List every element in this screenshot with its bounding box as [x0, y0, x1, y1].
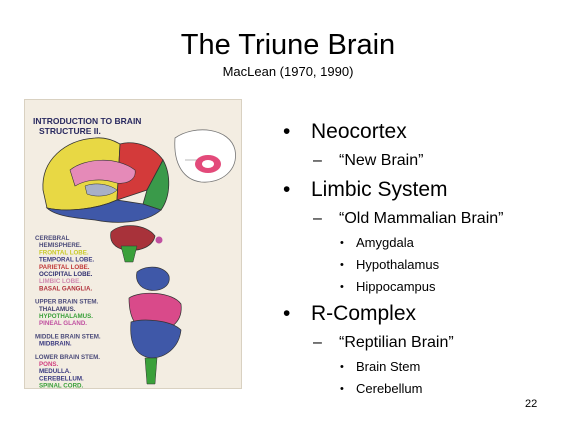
bullet-level2: –“New Brain”	[278, 151, 568, 171]
legend-item: HYPOTHALAMUS.	[39, 313, 93, 320]
limbic-lobe	[69, 159, 136, 187]
bullet-level2: –“Reptilian Brain”	[278, 333, 568, 353]
bullet-text: Neocortex	[311, 120, 407, 143]
bullet-text: R-Complex	[311, 302, 417, 325]
cerebral-hemisphere	[42, 137, 170, 223]
legend-item: PINEAL GLAND.	[39, 320, 87, 327]
bullet-text: Brain Stem	[356, 359, 421, 374]
page-number: 22	[525, 398, 538, 410]
bullet-marker: •	[340, 237, 344, 249]
basal-ganglia	[84, 183, 118, 197]
bullet-text: “Reptilian Brain”	[339, 334, 454, 351]
legend-item: CEREBELLUM.	[39, 375, 84, 382]
medulla-cerebellum	[130, 319, 182, 359]
legend-item: BASAL GANGLIA.	[39, 285, 92, 292]
legend-item: MEDULLA.	[39, 368, 71, 375]
bullet-level2: –“Old Mammalian Brain”	[278, 209, 568, 229]
legend-item: TEMPORAL LOBE.	[39, 257, 95, 264]
brain-structure-figure: INTRODUCTION TO BRAIN STRUCTURE II.	[24, 99, 242, 389]
bullet-text: Amygdala	[356, 235, 414, 250]
figure-heading-line1: INTRODUCTION TO BRAIN	[33, 116, 141, 126]
bullet-text: Limbic System	[311, 178, 448, 201]
slide-title: The Triune Brain	[180, 29, 396, 61]
bullet-marker: •	[340, 281, 344, 293]
legend-item: HEMISPHERE.	[39, 242, 82, 249]
legend-item: PARIETAL LOBE.	[39, 264, 90, 271]
bullet-text: Hippocampus	[356, 279, 436, 294]
bullet-level3: • Hypothalamus	[278, 257, 568, 273]
bullet-marker: •	[283, 302, 291, 325]
bullet-text: “Old Mammalian Brain”	[339, 210, 504, 227]
midbrain	[136, 266, 170, 291]
legend-item: MIDBRAIN.	[39, 341, 72, 348]
bullet-level1: • Neocortex	[278, 119, 568, 145]
legend-item: SPINAL CORD.	[39, 383, 84, 388]
upper-brain-stem	[110, 225, 163, 263]
bullet-marker: •	[283, 120, 291, 143]
bullet-text: “New Brain”	[339, 152, 424, 169]
bullet-text: Cerebellum	[356, 381, 423, 396]
bullet-marker: •	[283, 178, 291, 201]
bullet-marker: •	[340, 383, 344, 395]
hypothalamus	[120, 245, 138, 263]
legend-item: THALAMUS.	[39, 306, 76, 313]
bullet-level3: • Amygdala	[278, 235, 568, 251]
bullet-text: Hypothalamus	[356, 257, 440, 272]
legend-item: LOWER BRAIN STEM.	[35, 354, 100, 361]
bullet-list: •Neocortex–“New Brain”•Limbic System–“Ol…	[278, 119, 568, 397]
pineal-gland	[155, 236, 163, 244]
bullet-marker: –	[313, 210, 322, 227]
bullet-marker: •	[340, 259, 344, 271]
bullet-level3: • Cerebellum	[278, 381, 568, 397]
legend-item: OCCIPITAL LOBE.	[39, 271, 93, 278]
legend-item: LIMBIC LOBE.	[39, 278, 81, 285]
bullet-level3: • Hippocampus	[278, 279, 568, 295]
bullet-marker: –	[313, 152, 322, 169]
bullet-level1: • Limbic System	[278, 177, 568, 203]
lower-brain-stem	[128, 292, 182, 385]
temporal-lobe	[45, 199, 162, 223]
bullet-level3: • Brain Stem	[278, 359, 568, 375]
slide-subtitle: MacLean (1970, 1990)	[222, 64, 354, 79]
legend-item: UPPER BRAIN STEM.	[35, 299, 99, 306]
legend-item: PONS.	[39, 361, 59, 368]
bullet-level1: • R-Complex	[278, 301, 568, 327]
brain-diagram: INTRODUCTION TO BRAIN STRUCTURE II.	[33, 116, 236, 388]
legend-item: FRONTAL LOBE.	[39, 249, 89, 256]
thalamus	[110, 225, 156, 251]
legend-item: MIDDLE BRAIN STEM.	[35, 333, 101, 340]
figure-heading-line2: STRUCTURE II.	[39, 126, 101, 136]
legend-item: CEREBRAL	[35, 235, 70, 242]
bullet-marker: –	[313, 334, 322, 351]
inset-brain-icon	[174, 129, 236, 183]
bullet-marker: •	[340, 361, 344, 373]
spinal-cord	[144, 357, 158, 385]
